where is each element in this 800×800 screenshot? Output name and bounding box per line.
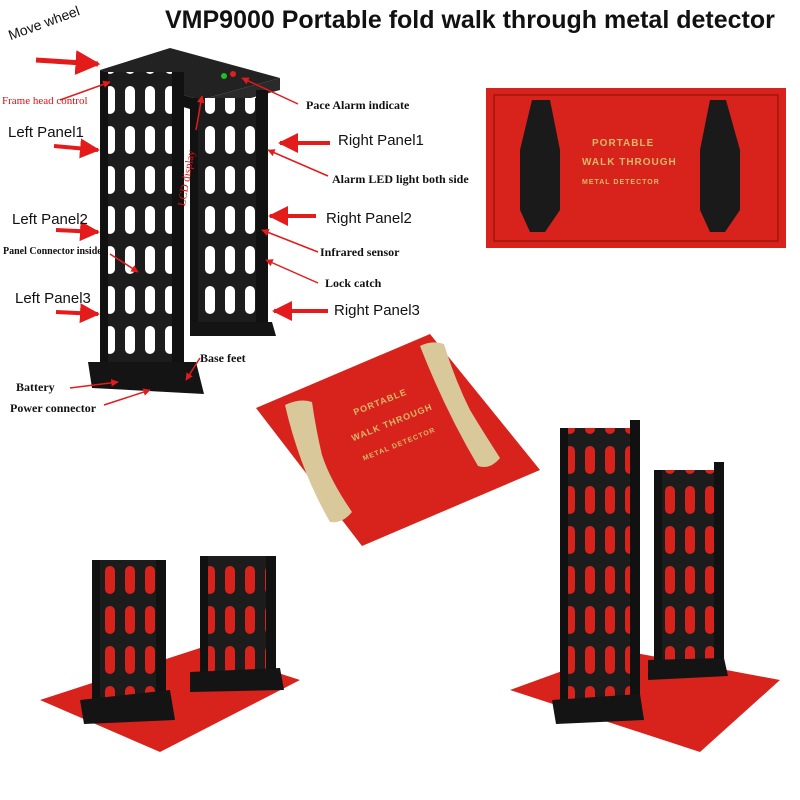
pace-alarm-icon bbox=[221, 73, 227, 79]
label-power-connector: Power connector bbox=[10, 401, 97, 415]
mat-top-right bbox=[486, 88, 786, 248]
label-left-panel3: Left Panel3 bbox=[15, 290, 91, 307]
callout-arrows bbox=[35, 50, 330, 406]
label-frame-head-control: Frame head control bbox=[2, 95, 88, 107]
mat-top-line3: METAL DETECTOR bbox=[582, 179, 660, 186]
label-base-feet: Base feet bbox=[200, 351, 246, 365]
label-infrared-sensor: Infrared sensor bbox=[320, 245, 400, 259]
label-right-panel2: Right Panel2 bbox=[326, 210, 412, 227]
mat-middle bbox=[256, 334, 540, 546]
label-lock-catch: Lock catch bbox=[325, 276, 382, 290]
detector-main bbox=[88, 48, 280, 394]
detector-bottom-left bbox=[40, 556, 300, 752]
detector-bottom-right bbox=[510, 420, 780, 752]
label-battery: Battery bbox=[16, 380, 55, 394]
label-left-panel1: Left Panel1 bbox=[8, 124, 84, 141]
label-pace-alarm: Pace Alarm indicate bbox=[306, 98, 410, 112]
label-left-panel2: Left Panel2 bbox=[12, 211, 88, 228]
mat-top-line1: PORTABLE bbox=[592, 138, 655, 149]
label-right-panel1: Right Panel1 bbox=[338, 132, 424, 149]
mat-top-line2: WALK THROUGH bbox=[582, 157, 677, 168]
page-title: VMP9000 Portable fold walk through metal… bbox=[165, 6, 775, 34]
label-panel-connector: Panel Connector inside bbox=[3, 246, 102, 257]
label-right-panel3: Right Panel3 bbox=[334, 302, 420, 319]
label-alarm-led: Alarm LED light both side bbox=[332, 172, 469, 186]
